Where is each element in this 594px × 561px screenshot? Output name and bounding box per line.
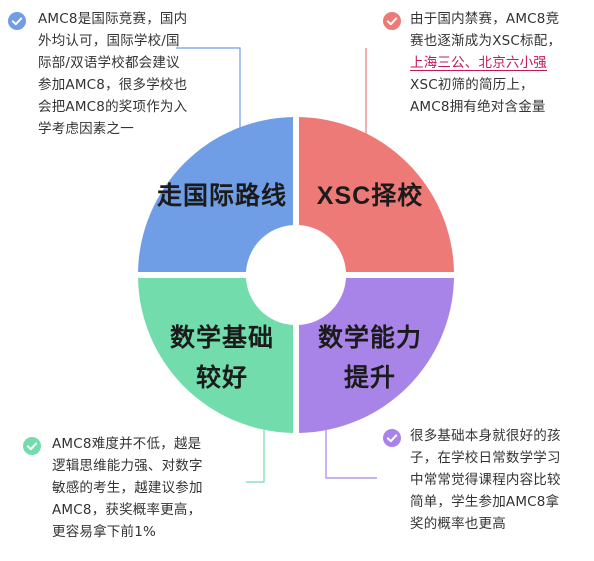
quadrant-label-math-foundation: 数学基础 较好 — [152, 318, 292, 398]
check-circle-blue-icon — [8, 12, 26, 30]
leader-line-top-left — [176, 47, 241, 152]
note-bottom-right: 很多基础本身就很好的孩子，在学校日常数学学习中常常觉得课程内容比较简单，学生参加… — [410, 425, 566, 535]
quadrant-label-line: 提升 — [343, 364, 396, 392]
quadrant-label-xsc-school-choice: XSC择校 — [300, 176, 440, 216]
note-top-left: AMC8是国际竞赛，国内外均认可，国际学校/国际部/双语学校都会建议参加AMC8… — [38, 8, 190, 140]
check-circle-purple-icon — [383, 429, 401, 447]
note-top-right: 由于国内禁赛，AMC8竞赛也逐渐成为XSC标配， 上海三公、北京六小强 XSC初筛的… — [410, 8, 562, 118]
quadrant-bottom-left — [138, 278, 293, 433]
note-text: 很多基础本身就很好的孩子，在学校日常数学学习中常常觉得课程内容比较简单，学生参加… — [410, 428, 561, 532]
note-bottom-left: AMC8难度并不低，越是逻辑思维能力强、对数字敏感的考生，越建议参加AMC8，获… — [52, 433, 214, 543]
note-text: XSC初筛的简历上，AMC8拥有绝对含金量 — [410, 77, 546, 115]
quadrant-label-text: 走国际路线 — [156, 182, 287, 210]
quadrant-bottom-right — [299, 278, 454, 433]
quadrant-label-international-route: 走国际路线 — [152, 176, 292, 216]
quadrant-label-line: 数学能力 — [317, 324, 422, 352]
quadrant-label-line: 较好 — [195, 364, 248, 392]
note-text: 由于国内禁赛，AMC8竞赛也逐渐成为XSC标配， — [410, 11, 562, 49]
quadrant-top-left — [138, 117, 293, 272]
note-text: AMC8是国际竞赛，国内外均认可，国际学校/国际部/双语学校都会建议参加AMC8… — [38, 11, 188, 137]
quadrant-top-right — [299, 117, 454, 272]
quadrant-label-line: 数学基础 — [169, 324, 274, 352]
quadrant-label-text: XSC择校 — [316, 182, 424, 210]
check-circle-green-icon — [23, 437, 41, 455]
check-circle-red-icon — [383, 12, 401, 30]
note-text: AMC8难度并不低，越是逻辑思维能力强、对数字敏感的考生，越建议参加AMC8，获… — [52, 436, 203, 540]
note-highlight-text: 上海三公、北京六小强 — [410, 55, 547, 71]
leader-line-bottom-left — [246, 425, 265, 483]
leader-line-bottom-right — [325, 425, 377, 479]
quadrant-label-math-ability: 数学能力 提升 — [300, 318, 440, 398]
